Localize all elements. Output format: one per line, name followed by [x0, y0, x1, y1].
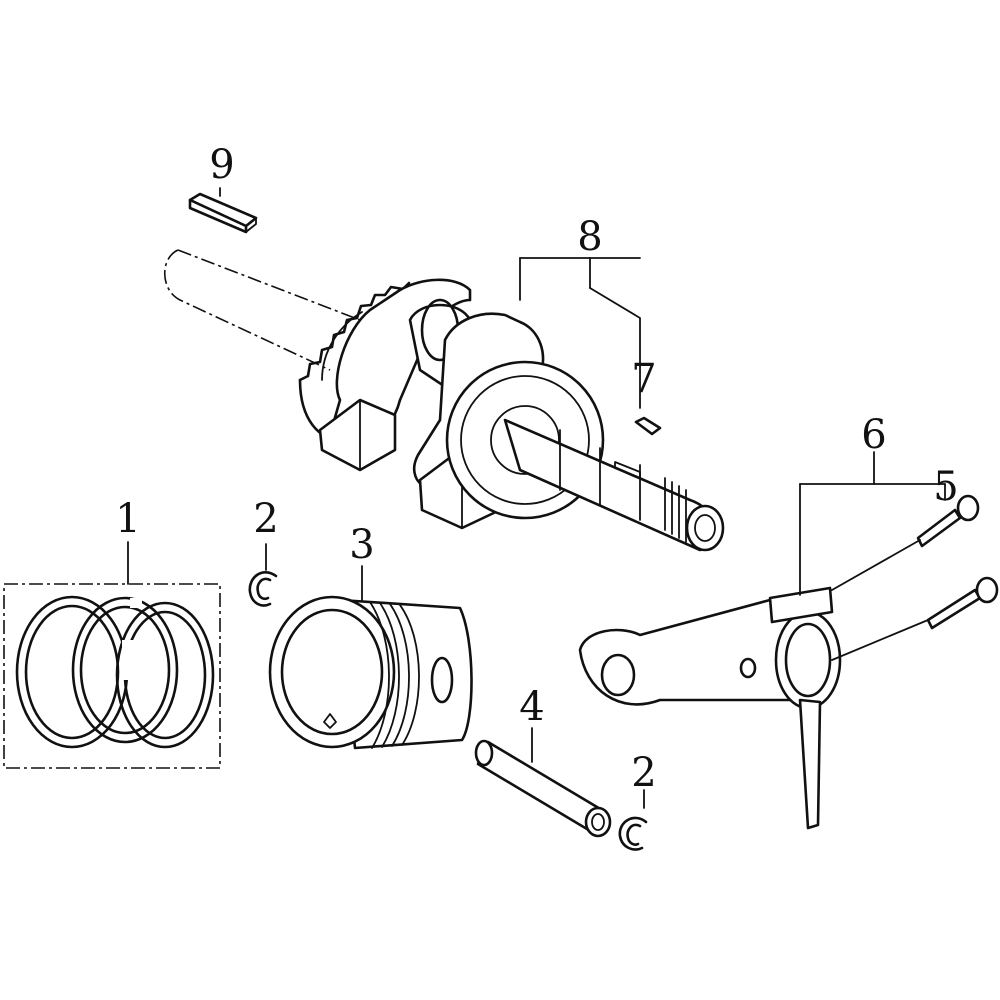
- label-key-small: 7: [631, 356, 656, 402]
- circlip-left-part: [248, 571, 278, 607]
- key-top-part: [188, 192, 258, 234]
- label-rod-bolt: 5: [933, 464, 958, 510]
- piston-part: [268, 595, 473, 750]
- label-crankshaft: 8: [577, 214, 602, 260]
- label-connecting-rod: 6: [861, 412, 886, 458]
- piston-pin-part: [474, 739, 612, 838]
- label-piston-pin: 4: [519, 684, 544, 730]
- label-piston: 3: [349, 522, 374, 568]
- label-key-top: 9: [209, 142, 234, 188]
- key-small-part: [634, 416, 662, 436]
- crankshaft-part: [164, 249, 725, 552]
- circlip-right-part: [618, 816, 648, 851]
- connecting-rod-part: [578, 586, 842, 830]
- label-circlip-right: 2: [631, 750, 656, 796]
- label-circlip-left: 2: [253, 496, 278, 542]
- piston-ring-set: [3, 583, 221, 769]
- rod-bolt-part: [916, 494, 999, 630]
- leader-lines: [127, 187, 946, 809]
- label-piston-rings: 1: [115, 496, 140, 542]
